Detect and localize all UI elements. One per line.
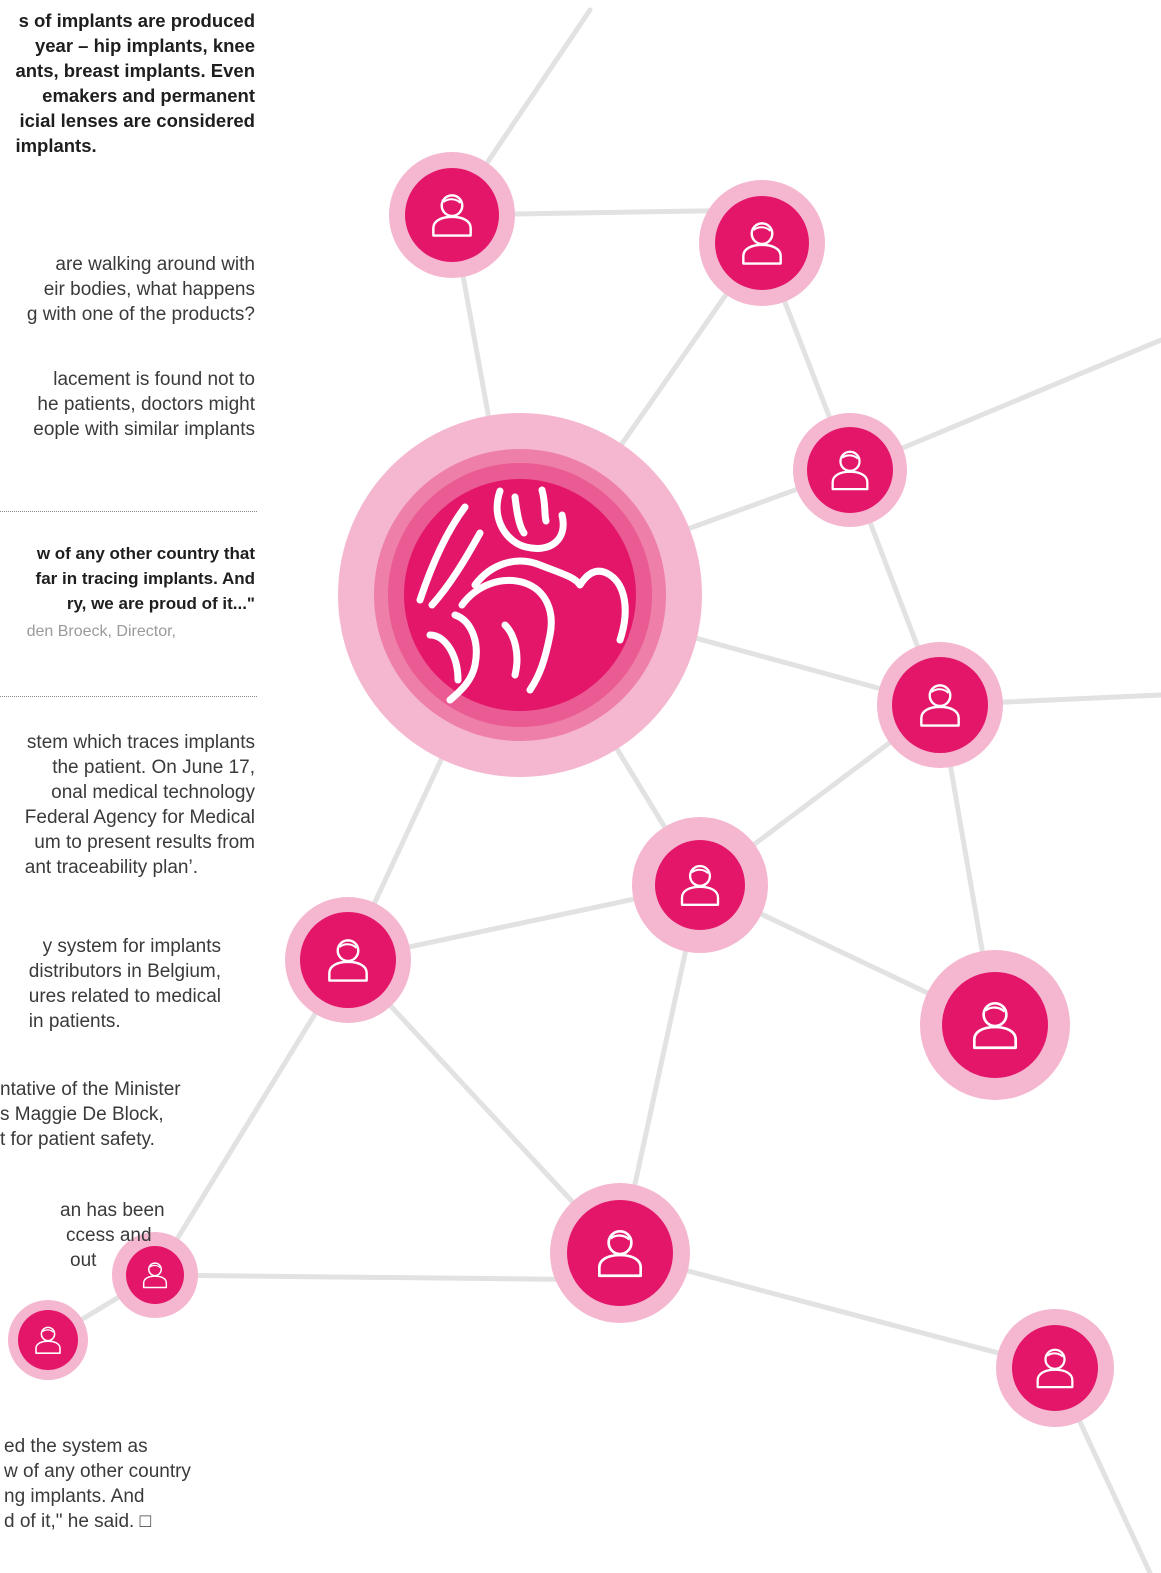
hip-joint-icon — [416, 486, 629, 704]
person-node — [920, 950, 1070, 1100]
text-line: icial lenses are considered — [19, 110, 256, 131]
text-line: d of it," he said. □ — [4, 1511, 152, 1532]
person-node — [285, 897, 411, 1023]
body-paragraph: lacement is found not to he patients, do… — [33, 367, 255, 442]
person-node — [389, 152, 515, 278]
divider — [0, 511, 257, 512]
body-paragraph: an has been ccess and out — [0, 1198, 165, 1273]
text-line: out — [70, 1250, 97, 1271]
network-edge — [152, 1272, 623, 1283]
text-line: t for patient safety. — [0, 1129, 155, 1150]
person-node — [632, 817, 768, 953]
text-line: stem which traces implants — [26, 732, 255, 753]
text-line: ntative of the Minister — [0, 1079, 181, 1100]
text-line: Federal Agency for Medical — [24, 807, 255, 828]
text-line: he patients, doctors might — [37, 394, 255, 415]
person-node — [699, 180, 825, 306]
pull-quote: w of any other country that far in traci… — [36, 541, 255, 616]
quote-attribution: den Broeck, Director, — [26, 623, 176, 640]
person-node — [996, 1309, 1114, 1427]
text-line: w of any other country that — [36, 544, 255, 563]
text-line: ng implants. And — [4, 1486, 145, 1507]
body-paragraph: ntative of the Minister s Maggie De Bloc… — [0, 1077, 181, 1152]
person-node — [112, 1232, 198, 1318]
body-paragraph: are walking around with eir bodies, what… — [27, 252, 255, 327]
text-line: s Maggie De Block, — [0, 1104, 164, 1125]
text-line: onal medical technology — [51, 782, 255, 803]
text-line: s of implants are produced — [18, 10, 255, 31]
text-line: eir bodies, what happens — [43, 279, 255, 300]
text-line: year – hip implants, knee — [34, 35, 255, 56]
person-node — [8, 1300, 88, 1380]
body-paragraph: stem which traces implants the patient. … — [25, 730, 255, 880]
text-line: an has been — [60, 1200, 165, 1221]
text-line: y system for implants — [42, 936, 221, 957]
text-line: eople with similar implants — [33, 419, 255, 440]
text-line: ants, breast implants. Even — [15, 60, 255, 81]
body-paragraph: ed the system as w of any other country … — [0, 1434, 191, 1534]
text-line: ed the system as — [4, 1436, 148, 1457]
text-line: far in tracing implants. And — [35, 569, 255, 588]
text-line: w of any other country — [4, 1461, 191, 1482]
person-node — [877, 642, 1003, 768]
text-line: the patient. On June 17, — [52, 757, 255, 778]
text-line: are walking around with — [55, 254, 255, 275]
text-line: lacement is found not to — [53, 369, 255, 390]
text-line: in patients. — [28, 1011, 121, 1032]
text-line: um to present results from — [34, 832, 255, 853]
central-hip-node — [338, 413, 702, 777]
text-line: ccess and — [66, 1225, 152, 1246]
person-node — [793, 413, 907, 527]
text-line: emakers and permanent — [42, 85, 255, 106]
text-line: implants. — [15, 135, 97, 156]
text-line: distributors in Belgium, — [28, 961, 221, 982]
text-line: ant traceability plan’. — [24, 857, 198, 878]
divider — [0, 696, 257, 697]
network-edge — [617, 1250, 1058, 1371]
body-paragraph: y system for implants distributors in Be… — [29, 934, 221, 1034]
lead-paragraph: s of implants are produced year – hip im… — [15, 8, 255, 158]
text-line: ry, we are proud of it..." — [66, 594, 255, 613]
text-line: ures related to medical — [28, 986, 221, 1007]
person-node — [550, 1183, 690, 1323]
text-line: g with one of the products? — [26, 304, 255, 325]
